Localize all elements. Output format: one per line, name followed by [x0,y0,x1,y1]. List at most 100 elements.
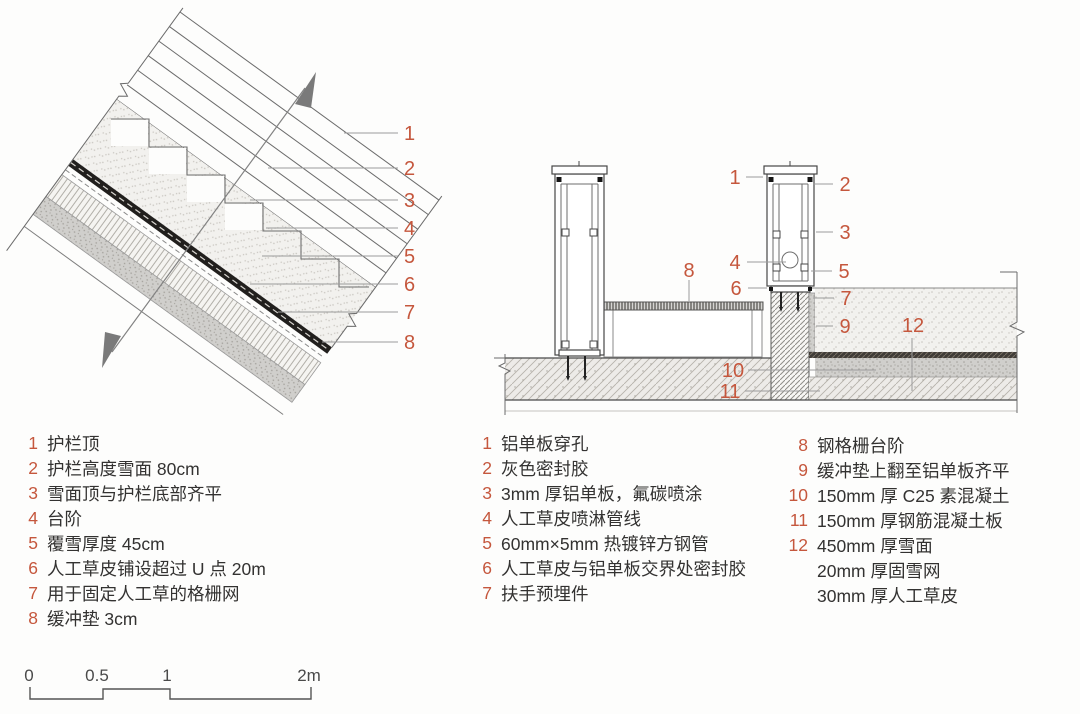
callout-number: 5 [404,246,415,268]
turf-dashed-line [65,169,325,359]
legend-item-number: 1 [28,433,38,453]
legend-item: 20mm 厚固雪网 [778,558,1010,583]
legend-item: 1 铝单板穿孔 [468,431,746,456]
reinforced-slab [809,377,1017,400]
legend-item: 10 150mm 厚 C25 素混凝土 [778,483,1010,508]
sprinkler-pipe [781,251,799,269]
railing-post-left [551,161,608,381]
right-section-diagram: 1 2 3 4 5 6 7 8 9 10 11 12 [494,161,1026,415]
anchor-bolts [566,356,587,381]
callout-number: 3 [839,222,850,244]
callout-number: 1 [729,167,740,189]
legend-item: 8 钢格栅台阶 [778,433,1010,458]
legend-item-text: 护栏高度雪面 80cm [47,459,200,479]
legend-item: 3 3mm 厚铝单板，氟碳喷涂 [468,481,746,506]
callout-number: 3 [404,190,415,212]
callout-number: 5 [838,261,849,283]
callout-number: 6 [404,274,415,296]
legend-item-number: 8 [798,435,808,455]
section-cut-line [102,72,316,368]
legend-item-text: 雪面顶与护栏底部齐平 [47,484,222,504]
legend-item-text: 铝单板穿孔 [501,434,589,454]
legend-item-text: 缓冲垫上翻至铝单板齐平 [817,461,1010,481]
legend-item-number: 3 [482,483,492,503]
legend-item-number: 10 [788,485,808,505]
legend-item-number: 5 [482,533,492,553]
legend-item: 3 雪面顶与护栏底部齐平 [14,481,266,506]
legend-item-text: 150mm 厚钢筋混凝土板 [817,511,1003,531]
callout-number: 9 [839,316,850,338]
callout-number: 8 [683,260,694,282]
callout-number: 7 [840,288,851,310]
legend-item-text: 150mm 厚 C25 素混凝土 [817,486,1010,506]
legend-item-number: 8 [28,608,38,628]
legend-item: 30mm 厚人工草皮 [778,583,1010,608]
legend-item-text: 60mm×5mm 热镀锌方钢管 [501,534,709,554]
legend-item-number: 1 [482,433,492,453]
callout-number: 4 [729,252,740,274]
legend-item-text: 台阶 [47,509,82,529]
stairs [111,118,369,288]
anchor-bolts [779,292,800,312]
callout-number: 7 [404,302,415,324]
legend-item-number: 12 [788,535,808,555]
callout-number: 4 [404,218,415,240]
callout-number: 10 [722,360,744,382]
scale-bar: 0 0.5 1 2m [24,666,321,700]
c25-concrete-band [815,358,1017,377]
legend-item-text: 钢格栅台阶 [817,436,905,456]
ground-slab [505,358,771,400]
legend-item-text: 扶手预埋件 [501,584,589,604]
legend-item: 9 缓冲垫上翻至铝单板齐平 [778,458,1010,483]
callout-number: 1 [404,123,415,145]
legend-item: 2 护栏高度雪面 80cm [14,456,266,481]
right-break-edge [1008,272,1026,413]
legend-item-text: 护栏顶 [47,434,100,454]
railing-post-right [763,161,818,312]
left-break-edge [6,7,184,251]
callout-numbers-left: 1 2 3 4 5 6 7 8 [404,123,415,354]
callout-number: 6 [730,278,741,300]
snow-body [815,288,1017,352]
legend-item-number: 11 [789,510,808,530]
legend-item-text: 3mm 厚铝单板，氟碳喷涂 [501,484,703,504]
legend-item-number: 4 [482,508,492,528]
legend-item-number: 3 [28,483,38,503]
left-section-diagram: 1 2 3 4 5 6 7 8 [6,7,443,415]
callout-number: 2 [404,158,415,180]
legend-item: 5 60mm×5mm 热镀锌方钢管 [468,531,746,556]
cut-arrow-up-icon [295,72,316,108]
buffer-upturn [808,292,816,353]
legend-item-text: 覆雪厚度 45cm [47,534,165,554]
legend-item: 7 用于固定人工草的格栅网 [14,581,266,606]
legend-item-text: 人工草皮与铝单板交界处密封胶 [501,559,746,579]
legend-item: 1 护栏顶 [14,431,266,456]
callout-number: 8 [404,332,415,354]
callout-number: 11 [720,381,741,403]
left-break-edge [497,354,512,415]
walkway [602,301,764,358]
legend-item-text: 人工草皮喷淋管线 [501,509,641,529]
leader-lines [250,132,398,343]
scale-label: 2m [297,666,321,685]
legend-item: 4 人工草皮喷淋管线 [468,506,746,531]
legend-item-number: 2 [28,458,38,478]
legend-item-number: 7 [28,583,38,603]
legend-right: 8 钢格栅台阶 9 缓冲垫上翻至铝单板齐平 10 150mm 厚 C25 素混凝土 1… [778,433,1010,608]
steel-grating [602,301,764,311]
legend-item-number: 9 [798,460,808,480]
legend-item: 8 缓冲垫 3cm [14,606,266,631]
legend-item-text: 用于固定人工草的格栅网 [47,584,240,604]
scale-label: 0.5 [85,666,109,685]
legend-item-text: 缓冲垫 3cm [47,609,138,629]
cut-arrow-down-icon [102,332,121,368]
